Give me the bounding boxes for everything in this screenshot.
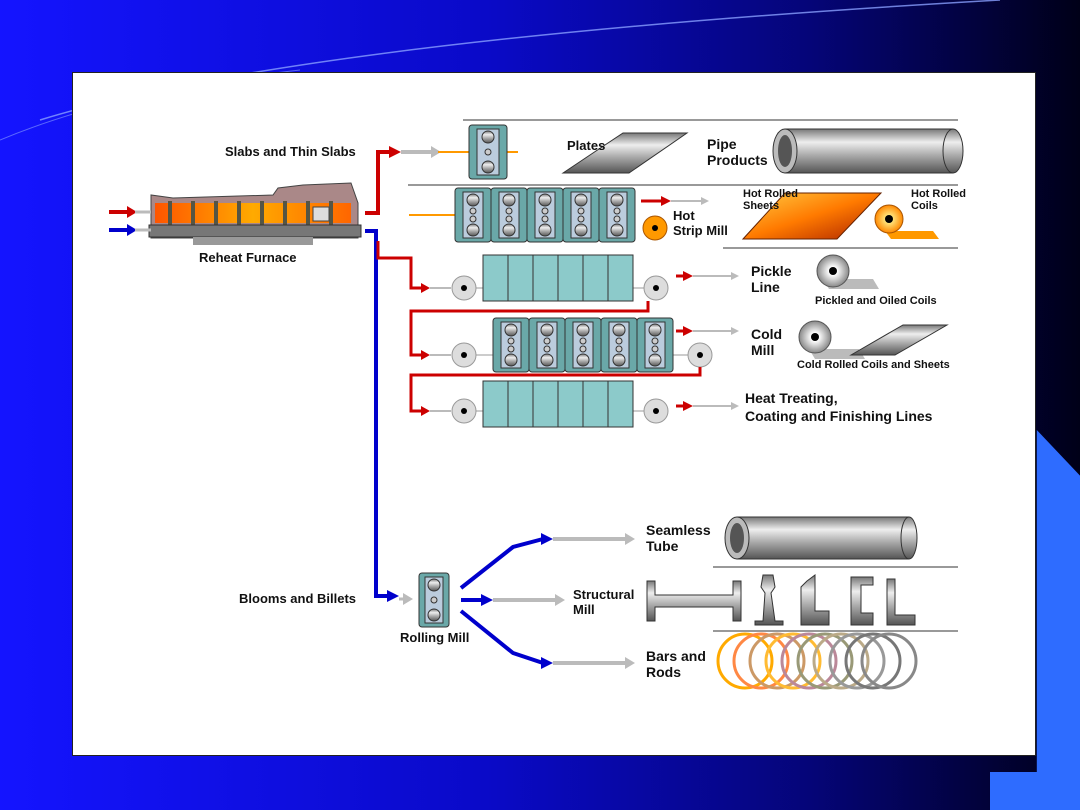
heat-treating-label: Heat Treating, Coating and Finishing Lin… xyxy=(745,390,933,424)
cold-mill-label: Cold Mill xyxy=(751,326,783,358)
blooms-billets-label: Blooms and Billets xyxy=(239,591,357,606)
pickle-line-label: Pickle Line xyxy=(751,263,792,295)
structural-mill-label: Structural Mill xyxy=(573,587,635,617)
structural-shapes-icon xyxy=(646,574,916,626)
pickled-coil-icon xyxy=(816,254,879,289)
flow-diagram xyxy=(109,119,964,690)
section-separators xyxy=(408,119,958,632)
rolling-mill-branches xyxy=(459,537,544,665)
process-diagram-panel: Slabs and Thin Slabs Reheat Furnace Plat… xyxy=(72,72,1036,756)
seamless-tube-label: Seamless Tube xyxy=(646,522,711,554)
hot-rolled-coils-label: Hot Rolled Coils xyxy=(911,188,966,213)
cold-rolled-sheet-icon xyxy=(849,324,949,356)
plate-mill-stand-icon xyxy=(438,124,518,180)
cold-mill-icon xyxy=(409,301,739,373)
pickle-line-icon xyxy=(376,241,739,302)
heat-treating-line-icon xyxy=(409,367,739,428)
bars-and-rods-icon xyxy=(716,632,918,690)
furnace-input-arrows xyxy=(109,206,151,236)
cold-rolled-coil-icon xyxy=(798,320,865,359)
hot-rolled-sheets-label: Hot Rolled Sheets xyxy=(743,188,798,213)
rolling-mill-icon xyxy=(418,572,450,628)
pipe-products-label: Pipe Products xyxy=(707,136,768,168)
plate-icon xyxy=(561,132,689,174)
reheat-furnace-label: Reheat Furnace xyxy=(199,250,297,265)
slabs-label: Slabs and Thin Slabs xyxy=(225,144,356,159)
slab-route xyxy=(365,146,441,215)
bars-rods-label: Bars and Rods xyxy=(646,648,706,680)
bloom-route xyxy=(365,229,413,605)
cold-rolled-coils-sheets-label: Cold Rolled Coils and Sheets xyxy=(797,359,950,371)
hot-rolled-sheet-icon xyxy=(741,192,883,240)
branch-arrows xyxy=(481,533,635,669)
hot-rolled-coil-icon xyxy=(874,204,939,239)
rolling-mill-label: Rolling Mill xyxy=(400,630,470,645)
reheat-furnace-icon xyxy=(148,182,362,245)
pickled-oiled-coils-label: Pickled and Oiled Coils xyxy=(815,295,937,307)
hot-strip-mill-label: Hot Strip Mill xyxy=(673,208,728,238)
pipe-icon xyxy=(772,128,964,174)
seamless-tube-icon xyxy=(724,516,918,560)
hot-strip-mill-icon xyxy=(409,187,709,243)
plates-label: Plates xyxy=(567,138,606,153)
